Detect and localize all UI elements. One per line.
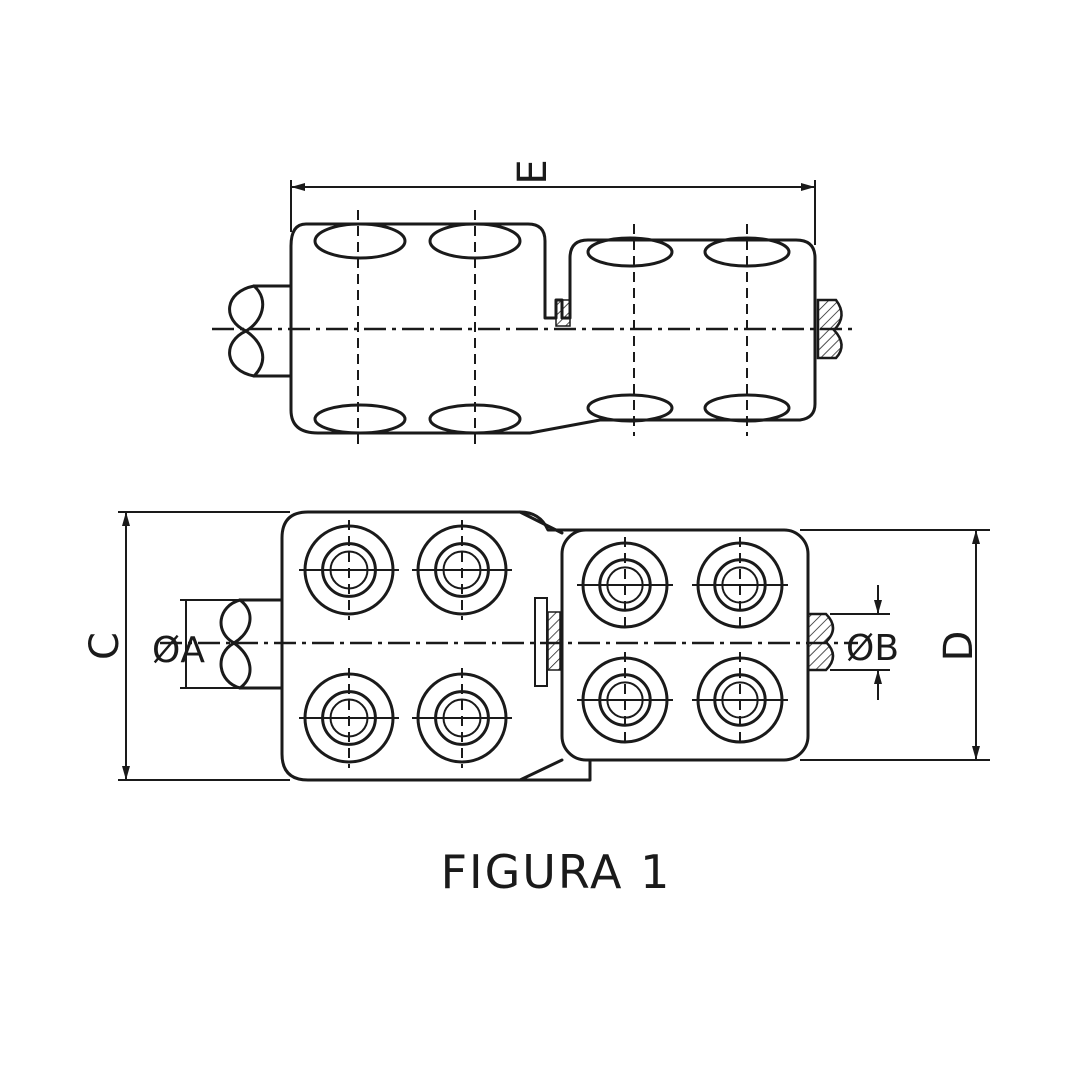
bolt-head-icon — [577, 537, 673, 633]
bolt-heads — [299, 520, 788, 768]
figure-caption: FIGURA 1 — [441, 845, 672, 899]
bolt-head-icon — [299, 520, 399, 620]
bolt-head-icon — [299, 668, 399, 768]
side-view: E — [212, 159, 858, 444]
conductor-a-side — [228, 284, 294, 378]
bolt-head-icon — [412, 520, 512, 620]
bolt-head-icon — [692, 537, 788, 633]
dimension-b-label: ØB — [846, 628, 899, 669]
dimension-d: D — [800, 529, 990, 761]
connector-body-side — [289, 222, 817, 435]
dimension-c-label: C — [82, 632, 128, 660]
dimension-e-label: E — [510, 159, 556, 184]
bolt-head-icon — [692, 652, 788, 748]
bolt-head-icon — [577, 652, 673, 748]
dimension-c: C — [82, 511, 290, 781]
dimension-e: E — [290, 159, 816, 245]
dimension-a-label: ØA — [152, 630, 205, 671]
bolt-head-icon — [412, 668, 512, 768]
conductor-a-plan: ØA — [152, 598, 284, 690]
plan-view: C D ØA — [82, 510, 990, 782]
connector-body-small — [560, 528, 810, 762]
dimension-d-label: D — [936, 631, 982, 662]
